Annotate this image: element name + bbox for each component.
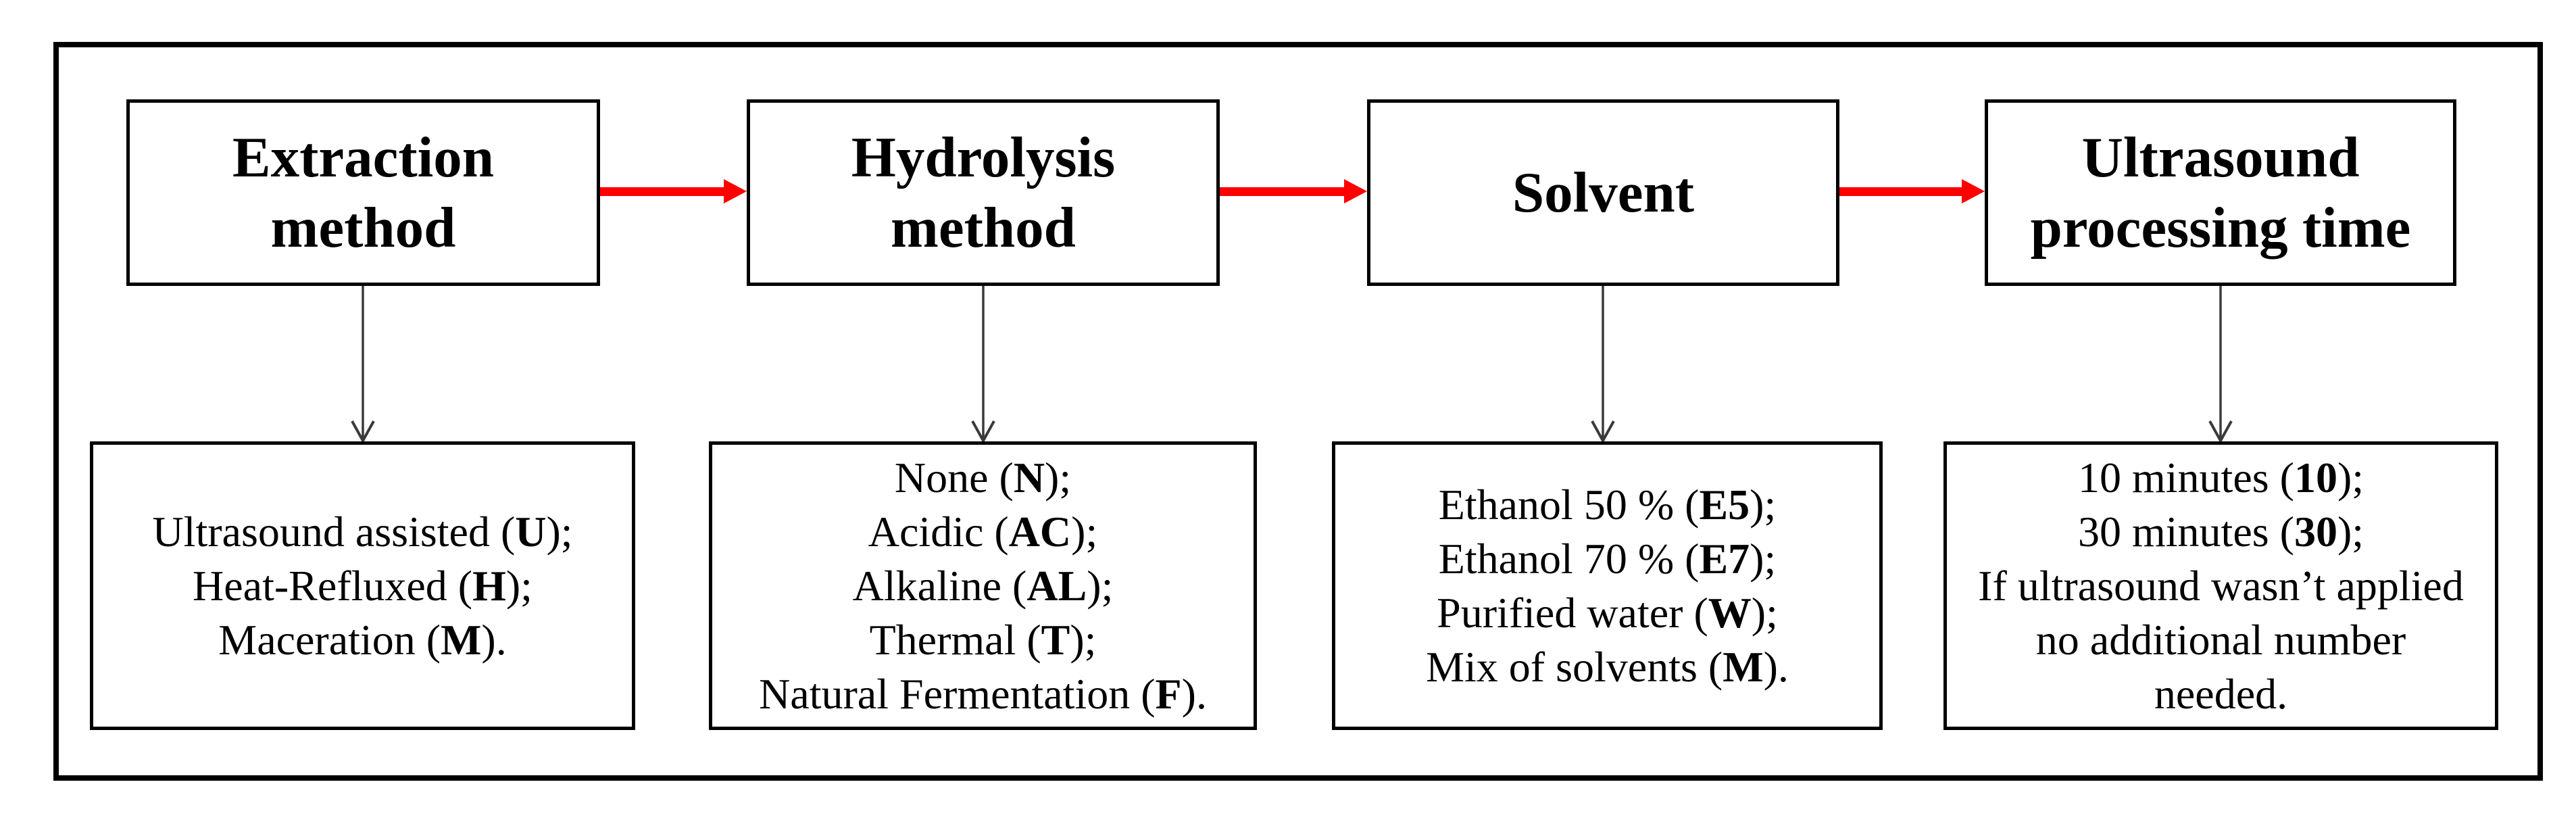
option-text: Mix of solvents ( bbox=[1426, 642, 1723, 691]
option-text: ); bbox=[2337, 507, 2364, 556]
header-line: Ultrasound bbox=[2081, 126, 2360, 189]
option-line: If ultrasound wasn’t applied bbox=[1978, 559, 2464, 613]
option-text: ); bbox=[1750, 480, 1777, 529]
option-line: Maceration (M). bbox=[218, 613, 506, 667]
option-code: W bbox=[1708, 588, 1752, 637]
option-text: Maceration ( bbox=[218, 615, 441, 664]
option-line: Heat-Refluxed (H); bbox=[193, 559, 532, 613]
option-line: Thermal (T); bbox=[870, 613, 1097, 667]
option-text: Ethanol 70 % ( bbox=[1438, 534, 1700, 583]
option-text: None ( bbox=[894, 453, 1014, 502]
option-text: ). bbox=[1181, 669, 1207, 718]
header-line: processing time bbox=[2030, 196, 2411, 260]
option-line: Acidic (AC); bbox=[868, 505, 1097, 559]
flow-arrow-icon bbox=[1220, 179, 1367, 203]
option-line: Natural Fermentation (F). bbox=[759, 667, 1207, 721]
option-text: Purified water ( bbox=[1437, 588, 1708, 637]
down-arrow-icon bbox=[351, 286, 375, 443]
option-code: E7 bbox=[1699, 534, 1750, 583]
header-line: Hydrolysis bbox=[851, 126, 1116, 189]
option-code: M bbox=[1723, 642, 1764, 691]
flow-arrow-head bbox=[1344, 179, 1367, 203]
header-box-extraction-method: Extraction method bbox=[126, 99, 600, 286]
down-arrow-icon bbox=[2208, 286, 2233, 443]
option-text: Ethanol 50 % ( bbox=[1438, 480, 1700, 529]
option-text: Ultrasound assisted ( bbox=[152, 507, 516, 556]
option-line: Alkaline (AL); bbox=[853, 559, 1114, 613]
option-text: Alkaline ( bbox=[852, 561, 1027, 610]
option-text: no additional number bbox=[2035, 615, 2406, 664]
option-code: N bbox=[1013, 453, 1045, 502]
option-text: ); bbox=[1071, 507, 1098, 556]
header-line: method bbox=[270, 196, 456, 260]
option-code: T bbox=[1041, 615, 1070, 664]
option-line: Mix of solvents (M). bbox=[1426, 640, 1789, 694]
header-box-hydrolysis-method: Hydrolysis method bbox=[747, 99, 1220, 286]
flow-arrow-head bbox=[1962, 179, 1985, 203]
option-line: Ultrasound assisted (U); bbox=[152, 505, 572, 559]
option-code: E5 bbox=[1699, 480, 1750, 529]
option-line: 30 minutes (30); bbox=[2078, 505, 2364, 559]
option-text: Natural Fermentation ( bbox=[759, 669, 1156, 718]
flow-arrow-head bbox=[724, 179, 747, 203]
header-line: Solvent bbox=[1512, 161, 1695, 224]
flow-arrow-icon bbox=[1839, 179, 1985, 203]
diagram-frame bbox=[53, 42, 2543, 781]
option-text: ); bbox=[1070, 615, 1097, 664]
flow-arrow-shaft bbox=[1839, 187, 1962, 196]
option-text: ); bbox=[1750, 534, 1777, 583]
option-code: 10 bbox=[2294, 453, 2337, 502]
flow-arrow-shaft bbox=[1220, 187, 1344, 196]
option-text: ); bbox=[1087, 561, 1114, 610]
option-code: 30 bbox=[2294, 507, 2337, 556]
option-code: H bbox=[472, 561, 506, 610]
option-code: M bbox=[441, 615, 482, 664]
header-box-solvent: Solvent bbox=[1367, 99, 1839, 286]
option-text: ); bbox=[546, 507, 573, 556]
option-code: AC bbox=[1008, 507, 1072, 556]
option-code: AL bbox=[1026, 561, 1087, 610]
option-line: None (N); bbox=[895, 451, 1071, 505]
option-box-extraction-method: Ultrasound assisted (U);Heat-Refluxed (H… bbox=[90, 441, 635, 730]
header-box-ultrasound-processing-time: Ultrasound processing time bbox=[1985, 99, 2456, 286]
option-line: Ethanol 70 % (E7); bbox=[1439, 532, 1776, 586]
header-line: Extraction bbox=[232, 126, 495, 189]
option-line: 10 minutes (10); bbox=[2078, 451, 2364, 505]
option-text: 10 minutes ( bbox=[2077, 453, 2294, 502]
option-box-ultrasound-processing-time: 10 minutes (10);30 minutes (30);If ultra… bbox=[1943, 441, 2498, 730]
option-line: Purified water (W); bbox=[1437, 586, 1778, 640]
option-text: needed. bbox=[2154, 669, 2288, 718]
down-arrow-icon bbox=[1591, 286, 1615, 443]
option-text: ); bbox=[505, 561, 532, 610]
option-line: Ethanol 50 % (E5); bbox=[1439, 478, 1776, 532]
option-text: If ultrasound wasn’t applied bbox=[1978, 561, 2464, 610]
option-text: ); bbox=[1045, 453, 1072, 502]
flow-arrow-icon bbox=[600, 179, 747, 203]
option-text: 30 minutes ( bbox=[2077, 507, 2294, 556]
option-text: Thermal ( bbox=[869, 615, 1041, 664]
option-code: U bbox=[515, 507, 547, 556]
option-text: ); bbox=[1751, 588, 1778, 637]
option-text: ); bbox=[2337, 453, 2364, 502]
option-text: Acidic ( bbox=[868, 507, 1009, 556]
option-box-solvent: Ethanol 50 % (E5);Ethanol 70 % (E7);Puri… bbox=[1332, 441, 1883, 730]
option-text: ). bbox=[481, 615, 507, 664]
option-text: Heat-Refluxed ( bbox=[193, 561, 473, 610]
option-code: F bbox=[1155, 669, 1182, 718]
option-line: no additional number bbox=[2036, 613, 2406, 667]
flow-arrow-shaft bbox=[600, 187, 724, 196]
option-box-hydrolysis-method: None (N);Acidic (AC);Alkaline (AL);Therm… bbox=[709, 441, 1257, 730]
down-arrow-icon bbox=[971, 286, 995, 443]
header-line: method bbox=[891, 196, 1076, 260]
option-line: needed. bbox=[2154, 667, 2287, 721]
option-text: ). bbox=[1763, 642, 1789, 691]
